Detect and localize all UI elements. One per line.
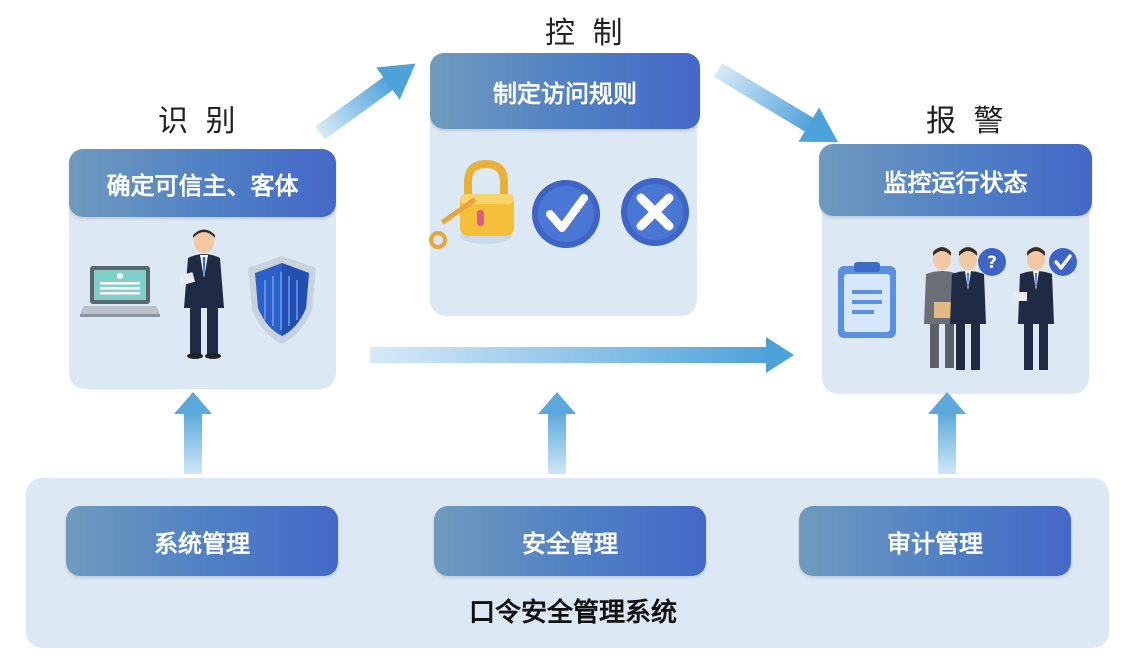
stage-label-identify: 识 别 xyxy=(158,104,240,139)
arrow-control-to-alarm xyxy=(713,63,839,143)
arrow-up-left xyxy=(174,392,212,474)
arrow-identify-to-control xyxy=(315,63,416,140)
system-title: 口令安全管理系统 xyxy=(468,598,677,628)
stage-label-control: 控 制 xyxy=(545,16,627,51)
control-header: 制定访问规则 xyxy=(430,53,700,129)
check-circle-icon xyxy=(532,180,600,248)
svg-text:?: ? xyxy=(987,253,997,273)
system-management-button[interactable]: 系统管理 xyxy=(66,506,338,576)
arrow-up-center xyxy=(538,392,576,474)
question-badge-icon: ? xyxy=(978,248,1006,276)
stage-label-alarm: 报 警 xyxy=(926,104,1008,139)
arrow-horizontal xyxy=(370,337,794,373)
security-management-button[interactable]: 安全管理 xyxy=(434,506,706,576)
cross-circle-icon xyxy=(621,178,689,246)
clipboard-icon xyxy=(838,262,896,338)
laptop-icon xyxy=(80,266,160,317)
audit-management-button[interactable]: 审计管理 xyxy=(799,506,1071,576)
person-icon xyxy=(180,229,224,359)
padlock-key-icon xyxy=(429,160,514,249)
alarm-header: 监控运行状态 xyxy=(819,144,1092,216)
arrow-up-right xyxy=(928,392,966,474)
people-group-icon xyxy=(924,247,1054,370)
identify-header: 确定可信主、客体 xyxy=(69,149,336,217)
shield-icon xyxy=(248,256,316,344)
check-badge-icon xyxy=(1049,248,1077,276)
